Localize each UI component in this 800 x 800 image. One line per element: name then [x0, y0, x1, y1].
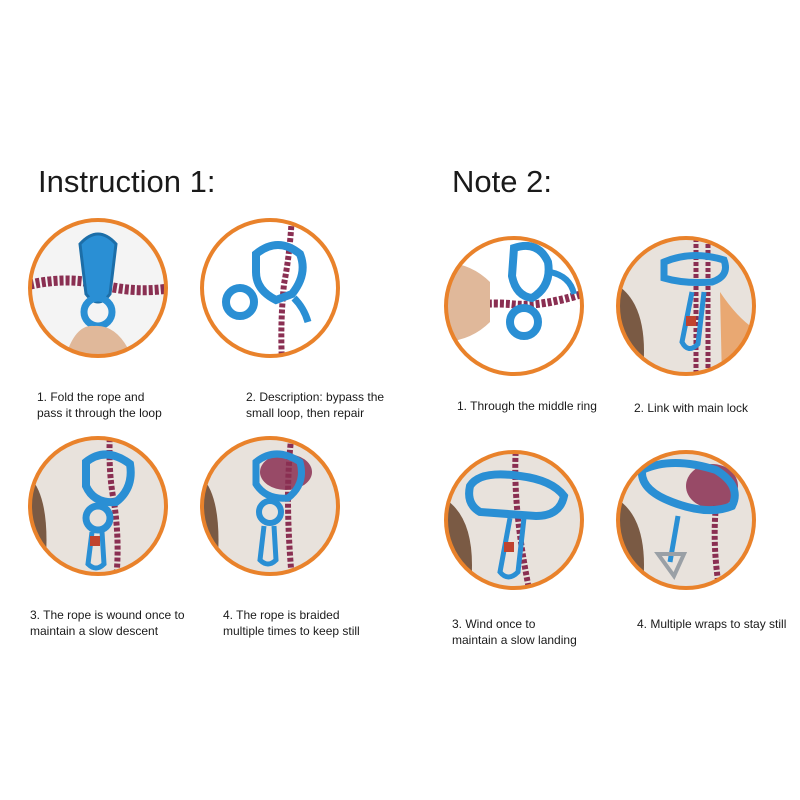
note-step-3-caption: 3. Wind once to maintain a slow landing [452, 617, 577, 647]
instruction-step-3-caption: 3. The rope is wound once to maintain a … [30, 608, 185, 638]
note-step-2-caption: 2. Link with main lock [634, 401, 749, 415]
note-step-3-illustration [440, 446, 588, 594]
instruction-step-3-illustration [24, 432, 172, 580]
note-step-4-caption: 4. Multiple wraps to stay still [637, 617, 787, 631]
note-step-2-illustration [612, 232, 760, 380]
note-step-1-caption: 1. Through the middle ring [457, 399, 597, 413]
instruction-step-2-illustration [196, 214, 344, 362]
instruction-step-4-illustration [196, 432, 344, 580]
instruction-step-1-illustration [24, 214, 172, 362]
note-step-1-illustration [440, 232, 588, 380]
instruction-step-2-caption: 2. Description: bypass the small loop, t… [246, 390, 385, 420]
note-heading: Note 2: [452, 164, 552, 199]
instruction-heading: Instruction 1: [38, 164, 216, 199]
instruction-step-4-caption: 4. The rope is braided multiple times to… [223, 608, 360, 638]
instruction-step-1-caption: 1. Fold the rope and pass it through the… [37, 390, 162, 420]
note-step-4-illustration [612, 446, 760, 594]
